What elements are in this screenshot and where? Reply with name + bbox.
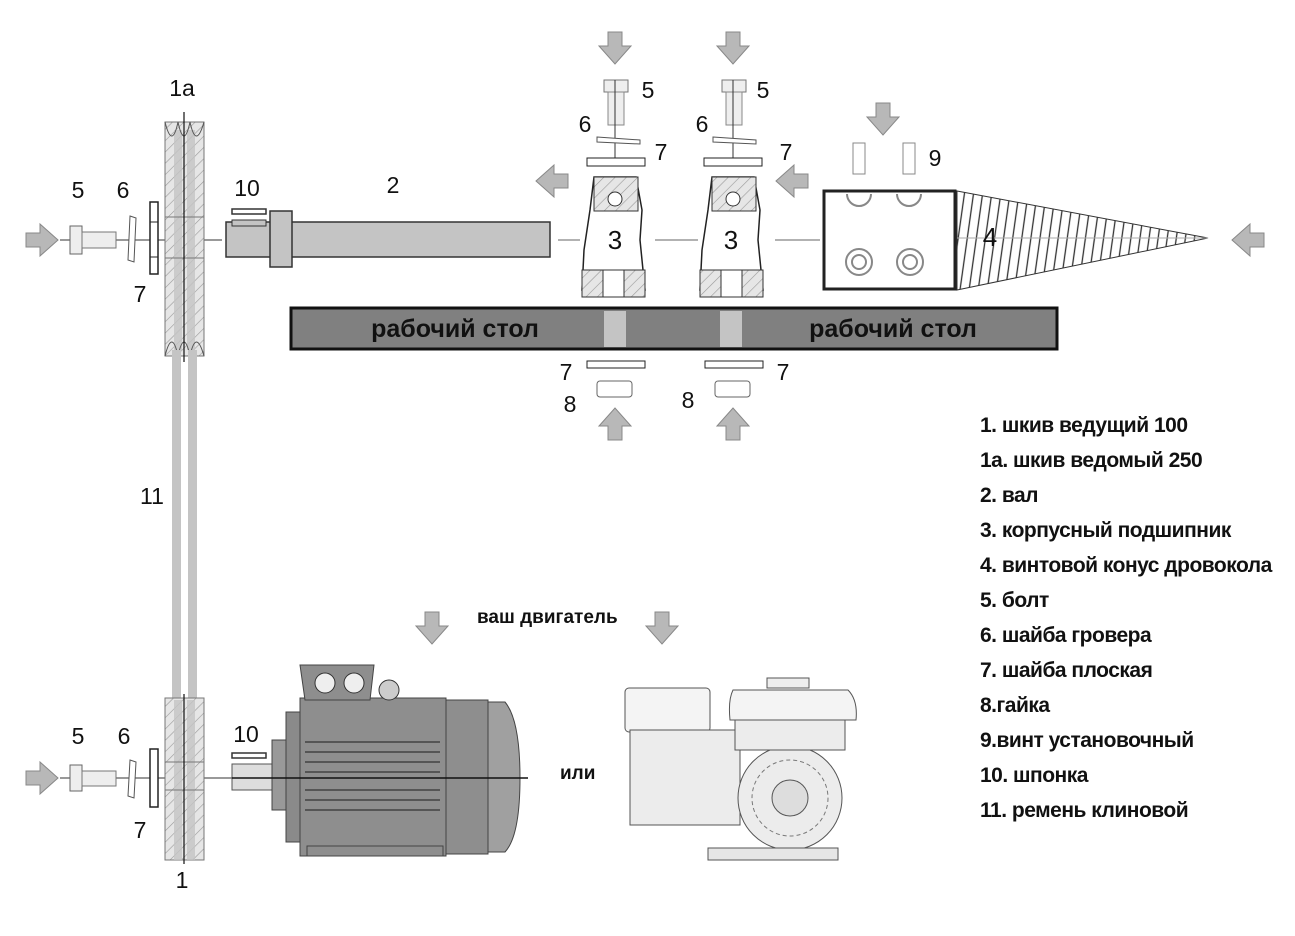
driven-pulley — [164, 112, 205, 362]
callout-flat-washer: 7 — [134, 817, 147, 843]
shaft — [225, 208, 551, 268]
callout-nut: 8 — [564, 391, 577, 417]
callout-nut: 8 — [682, 387, 695, 413]
callout-shaft: 2 — [387, 172, 400, 198]
work-table-label-left: рабочий стол — [371, 315, 539, 343]
drive-pulley — [164, 694, 205, 864]
callout-grover-washer: 6 — [696, 111, 709, 137]
legend-item: 11. ремень клиновой — [980, 799, 1189, 822]
v-belt — [172, 350, 197, 700]
legend-item: 4. винтовой конус дровокола — [980, 554, 1272, 577]
legend-item: 2. вал — [980, 484, 1039, 507]
bearing-housing-left — [535, 31, 646, 298]
bearing-housing-right — [699, 31, 809, 298]
callout-bearing: 3 — [608, 225, 622, 255]
key-icon — [231, 752, 267, 759]
work-table-label-right: рабочий стол — [809, 315, 977, 343]
callout-grover-washer: 6 — [579, 111, 592, 137]
callout-grover-washer: 6 — [117, 177, 130, 203]
work-table: рабочий стол рабочий стол — [289, 306, 1059, 351]
arrow-left-icon — [1231, 223, 1265, 257]
callout-grover-washer: 6 — [118, 723, 131, 749]
upper-fastener-group — [25, 201, 222, 275]
parts-legend: 1. шкив ведущий 100 1а. шкив ведомый 250… — [980, 408, 1272, 828]
legend-item: 8.гайка — [980, 694, 1050, 717]
arrow-down-icon — [716, 31, 750, 65]
legend-item: 1а. шкив ведомый 250 — [980, 449, 1203, 472]
callout-key: 10 — [234, 175, 260, 201]
legend-item: 5. болт — [980, 589, 1049, 612]
callout-bolt: 5 — [757, 77, 770, 103]
key-icon — [231, 208, 267, 215]
arrow-down-icon — [415, 611, 449, 645]
arrow-right-icon — [25, 223, 59, 257]
callout-flat-washer: 7 — [780, 139, 793, 165]
callout-driven-pulley: 1а — [169, 75, 195, 101]
arrow-down-icon — [598, 31, 632, 65]
callout-flat-washer: 7 — [560, 359, 573, 385]
legend-item: 9.винт установочный — [980, 729, 1194, 752]
nut-icon — [714, 380, 751, 398]
motor-caption: ваш двигатель — [477, 607, 618, 628]
callout-cone: 4 — [983, 222, 997, 252]
flat-washer-icon — [149, 201, 159, 275]
legend-item: 10. шпонка — [980, 764, 1088, 787]
petrol-engine — [624, 611, 857, 861]
grover-washer-icon — [127, 215, 137, 263]
callout-belt: 11 — [140, 483, 164, 509]
bolt-icon — [69, 225, 117, 255]
callout-key: 10 — [233, 721, 259, 747]
callout-bolt: 5 — [642, 77, 655, 103]
callout-set-screw: 9 — [929, 145, 942, 171]
set-screw-icon — [902, 142, 916, 175]
legend-item: 7. шайба плоская — [980, 659, 1153, 682]
arrow-up-icon — [716, 407, 750, 441]
legend-item: 3. корпусный подшипник — [980, 519, 1231, 542]
or-caption: или — [560, 763, 596, 784]
set-screw-icon — [852, 142, 866, 175]
nut-icon — [596, 380, 633, 398]
lower-fasteners — [586, 360, 764, 441]
callout-bearing: 3 — [724, 225, 738, 255]
legend-item: 6. шайба гровера — [980, 624, 1152, 647]
callout-drive-pulley: 1 — [176, 867, 189, 893]
callout-flat-washer: 7 — [134, 281, 147, 307]
splitting-cone — [822, 102, 1265, 291]
callout-flat-washer: 7 — [777, 359, 790, 385]
callout-bolt: 5 — [72, 723, 85, 749]
arrow-down-icon — [866, 102, 900, 136]
callout-bolt: 5 — [72, 177, 85, 203]
arrow-up-icon — [598, 407, 632, 441]
arrow-right-icon — [25, 761, 59, 795]
arrow-down-icon — [645, 611, 679, 645]
electric-motor — [231, 611, 528, 857]
legend-item: 1. шкив ведущий 100 — [980, 414, 1188, 437]
callout-flat-washer: 7 — [655, 139, 668, 165]
